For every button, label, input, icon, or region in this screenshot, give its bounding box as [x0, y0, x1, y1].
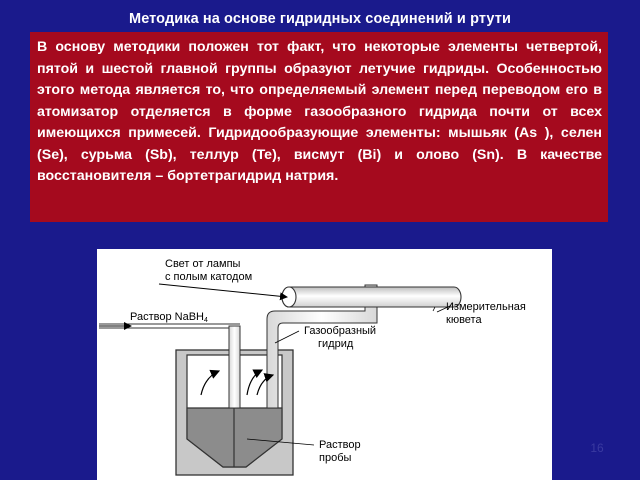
measuring-cell	[281, 286, 462, 308]
body-text: В основу методики положен тот факт, что …	[37, 39, 602, 184]
label-gas-line2: гидрид	[318, 338, 354, 350]
gas-bubble-arrow-2	[246, 369, 264, 396]
reagent-pipe	[228, 325, 241, 409]
label-lamp-line1: Свет от лампы	[165, 258, 241, 270]
light-beam-arrow	[158, 283, 288, 301]
label-gas-line1: Газообразный	[304, 325, 376, 337]
label-reagent: Раствор NaBH4	[130, 311, 208, 324]
hydride-apparatus-diagram: Свет от лампы с полым катодом Раствор Na…	[97, 249, 552, 480]
page-number: 16	[590, 441, 604, 455]
label-cell-line1: Измерительная	[446, 301, 526, 313]
label-sample-line1: Раствор	[319, 439, 361, 451]
slide-title: Методика на основе гидридных соединений …	[129, 11, 511, 27]
label-lamp-line2: с полым катодом	[165, 271, 252, 283]
diagram-drawing: Свет от лампы с полым катодом Раствор Na…	[99, 258, 526, 476]
gas-pipe	[266, 284, 378, 409]
label-cell-line2: кювета	[446, 314, 482, 326]
gas-bubble-arrow-3	[256, 373, 275, 396]
label-sample-line2: пробы	[319, 452, 351, 464]
body-text-box: В основу методики положен тот факт, что …	[30, 32, 608, 222]
gas-bubble-arrow-1	[200, 369, 221, 396]
